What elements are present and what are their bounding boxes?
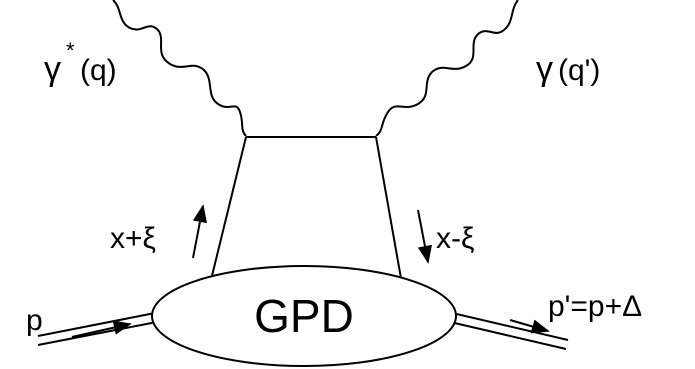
arrow-quark-left [192,204,208,259]
label-photon-in-star: * [66,38,75,63]
label-photon-out-symbol: γ [536,50,553,88]
label-proton-out: p'=p+Δ [548,290,642,323]
arrow-quark-right [417,209,433,264]
proton-out-line-2 [445,320,567,350]
arrow-proton-in [71,320,132,338]
proton-out-line-1 [447,311,569,341]
label-photon-in-arg: (q) [80,54,117,87]
real-photon-line [375,0,519,137]
label-quark-right: x-ξ [436,222,474,255]
gpd-blob [151,265,457,367]
quark-line-left [209,136,247,285]
label-photon-in-symbol: γ [44,50,61,88]
label-proton-in: p [26,304,43,337]
proton-in-line-1 [37,311,161,337]
arrow-proton-out [509,319,550,334]
label-photon-out-arg: (q') [558,54,600,87]
proton-in-line-2 [37,320,163,346]
label-quark-left: x+ξ [110,222,156,255]
label-gpd: GPD [254,290,354,342]
virtual-photon-line [112,0,247,137]
quark-line-right [375,136,403,285]
